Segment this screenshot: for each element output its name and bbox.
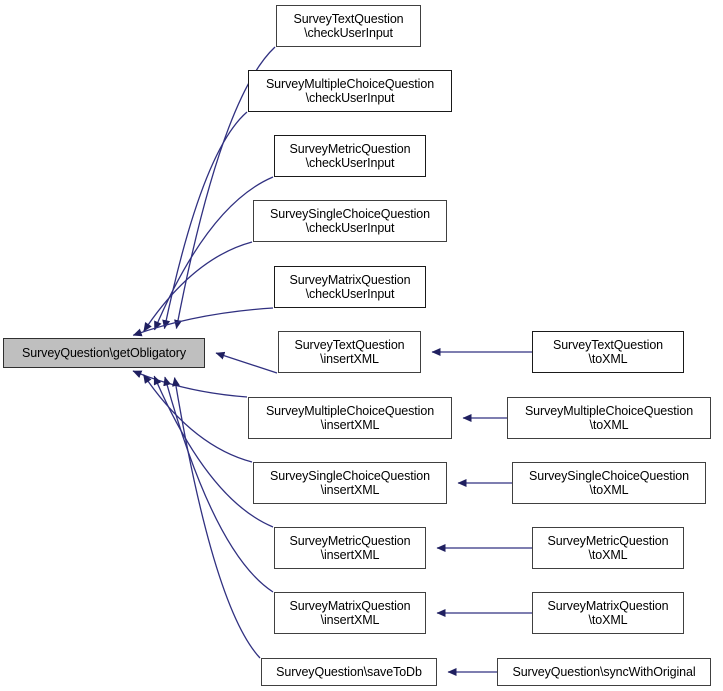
node-surveysinglechoicequestion-insertxml[interactable]: SurveySingleChoiceQuestion \insertXML <box>253 462 447 504</box>
node-surveysinglechoicequestion-toxml[interactable]: SurveySingleChoiceQuestion \toXML <box>512 462 706 504</box>
node-label: SurveyQuestion\syncWithOriginal <box>512 664 696 679</box>
node-label: SurveyMultipleChoiceQuestion \toXML <box>524 403 694 433</box>
edge <box>215 351 278 374</box>
node-surveytextquestion-insertxml[interactable]: SurveyTextQuestion \insertXML <box>278 331 421 373</box>
node-surveymatrixquestion-checkuserinput[interactable]: SurveyMatrixQuestion \checkUserInput <box>274 266 426 308</box>
node-label: SurveyMatrixQuestion \checkUserInput <box>289 272 411 302</box>
node-label: SurveySingleChoiceQuestion \checkUserInp… <box>270 206 430 236</box>
node-surveymultiplechoicequestion-toxml[interactable]: SurveyMultipleChoiceQuestion \toXML <box>507 397 711 439</box>
node-label: SurveyTextQuestion \toXML <box>552 337 664 367</box>
node-label: SurveySingleChoiceQuestion \insertXML <box>270 468 430 498</box>
node-surveytextquestion-toxml[interactable]: SurveyTextQuestion \toXML <box>532 331 684 373</box>
node-label: SurveySingleChoiceQuestion \toXML <box>529 468 689 498</box>
node-surveymatrixquestion-toxml[interactable]: SurveyMatrixQuestion \toXML <box>532 592 684 634</box>
edge <box>132 370 248 398</box>
node-label: SurveyMatrixQuestion \insertXML <box>289 598 411 628</box>
node-surveymetricquestion-checkuserinput[interactable]: SurveyMetricQuestion \checkUserInput <box>274 135 426 177</box>
node-surveyquestion-syncwithoriginal[interactable]: SurveyQuestion\syncWithOriginal <box>497 658 711 686</box>
node-surveymatrixquestion-insertxml[interactable]: SurveyMatrixQuestion \insertXML <box>274 592 426 634</box>
node-label: SurveyMetricQuestion \toXML <box>547 533 669 563</box>
root-node-surveyquestion-getobligatory[interactable]: SurveyQuestion\getObligatory <box>3 338 205 368</box>
edge <box>142 374 253 463</box>
node-label: SurveyMetricQuestion \insertXML <box>289 533 411 563</box>
node-surveytextquestion-checkuserinput[interactable]: SurveyTextQuestion \checkUserInput <box>276 5 421 47</box>
node-surveyquestion-savetodb[interactable]: SurveyQuestion\saveToDb <box>261 658 437 686</box>
edge <box>162 111 248 330</box>
node-label: SurveyTextQuestion \insertXML <box>294 337 405 367</box>
node-label: SurveyQuestion\getObligatory <box>22 345 186 360</box>
node-surveymultiplechoicequestion-checkuserinput[interactable]: SurveyMultipleChoiceQuestion \checkUserI… <box>248 70 452 112</box>
node-label: SurveyTextQuestion \checkUserInput <box>293 11 404 41</box>
edge <box>132 307 274 337</box>
node-surveymultiplechoicequestion-insertxml[interactable]: SurveyMultipleChoiceQuestion \insertXML <box>248 397 452 439</box>
node-surveymetricquestion-insertxml[interactable]: SurveyMetricQuestion \insertXML <box>274 527 426 569</box>
edge <box>143 241 253 332</box>
node-label: SurveyMatrixQuestion \toXML <box>547 598 669 628</box>
node-label: SurveyMetricQuestion \checkUserInput <box>289 141 411 171</box>
node-label: SurveyQuestion\saveToDb <box>276 664 422 679</box>
node-label: SurveyMultipleChoiceQuestion \insertXML <box>265 403 435 433</box>
node-label: SurveyMultipleChoiceQuestion \checkUserI… <box>265 76 435 106</box>
node-surveysinglechoicequestion-checkuserinput[interactable]: SurveySingleChoiceQuestion \checkUserInp… <box>253 200 447 242</box>
node-surveymetricquestion-toxml[interactable]: SurveyMetricQuestion \toXML <box>532 527 684 569</box>
